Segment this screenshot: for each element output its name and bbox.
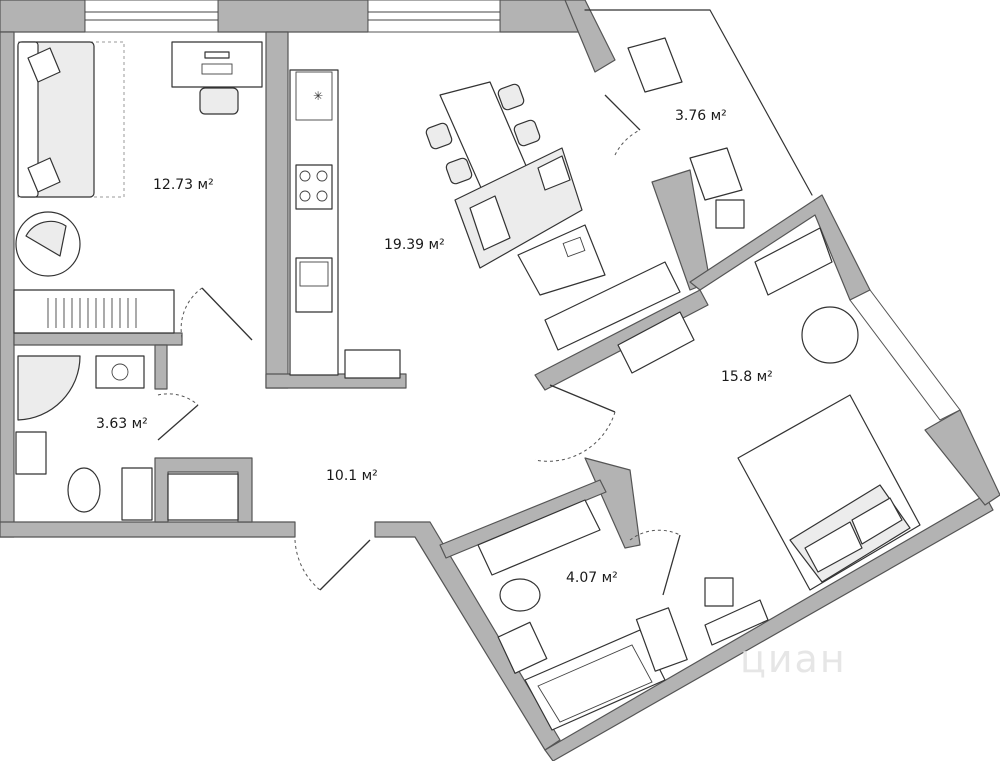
bedroom-small: 12.73 м² [13,41,263,341]
bathtub [524,629,666,731]
hallway: 10.1 м² [294,468,378,591]
front-door [319,539,371,591]
wardrobe-bedroom [754,227,833,296]
washing-machine [95,355,145,389]
cabinet [121,467,153,521]
wall-living-bedroom [534,289,709,391]
fridge [344,349,401,379]
shelf [704,599,769,646]
cushion [27,157,61,193]
kitchen-sink [295,257,333,313]
cooktop [295,164,333,210]
watermark: циан [740,637,847,681]
wall-bottom-left [0,521,296,538]
wall-bedroom-bottom [13,332,183,346]
drawer-unit [617,311,695,374]
door-balcony [604,94,641,131]
wall-top-left [0,0,86,33]
wardrobe [13,289,175,334]
balcony-outline [584,9,813,196]
svg-text:✳: ✳ [313,89,323,103]
bathroom-large: 4.07 м² [477,499,769,731]
cushion [27,47,61,83]
door-bedroom [201,287,253,341]
chair [199,87,239,115]
shower [17,355,81,421]
wall-bath-right [154,344,168,390]
storage [167,473,239,521]
wall-bath2-right [584,457,641,549]
wall-balcony-top [564,0,616,73]
kitchen-counter [289,69,339,376]
balcony: 3.76 м² [604,37,745,229]
laundry-box [704,577,734,607]
wall-bedroom-kitchen [265,31,289,389]
area-label-bedroom-large: 15.8 м² [721,369,773,385]
wall-bottom-right [544,494,994,761]
area-label-balcony: 3.76 м² [675,108,727,124]
wall-right-lower [924,409,1000,506]
lounger-2 [689,147,743,201]
coffee-table [517,224,606,296]
area-label-hallway: 10.1 м² [326,468,378,484]
area-label-bathroom-large: 4.07 м² [566,570,618,586]
wall-top-middle [217,0,369,33]
wardrobe-bath [477,499,601,576]
sink-2 [497,621,548,674]
bathroom-small: 3.63 м² [15,355,239,521]
laptop [562,236,586,258]
area-label-bedroom-small: 12.73 м² [153,177,214,193]
sink [15,431,47,475]
door-bath-large [662,534,681,596]
towel-rail [635,607,688,672]
desk [171,41,263,88]
armchair-bedroom [801,306,859,364]
kitchen-living: ✳ 19.39 м² [289,69,681,462]
keyboard [201,63,233,75]
door-bath-small [157,404,199,441]
side-table [715,199,745,229]
wall-left [0,31,15,538]
toilet [67,467,101,513]
window-top-1 [84,0,219,33]
hob-vent [295,71,333,121]
wall-bath2-top [439,479,607,559]
lounger-1 [627,37,683,93]
tv-stand [544,261,681,351]
window-right [849,289,961,421]
window-top-2 [367,0,501,33]
bedroom-large: 15.8 м² [617,227,921,591]
wall-bath-hall [154,457,253,523]
area-label-kitchen-living: 19.39 м² [384,237,445,253]
monitor [204,51,230,59]
door-living [549,384,616,413]
area-label-bathroom-small: 3.63 м² [96,416,148,432]
toilet-2 [499,578,541,612]
